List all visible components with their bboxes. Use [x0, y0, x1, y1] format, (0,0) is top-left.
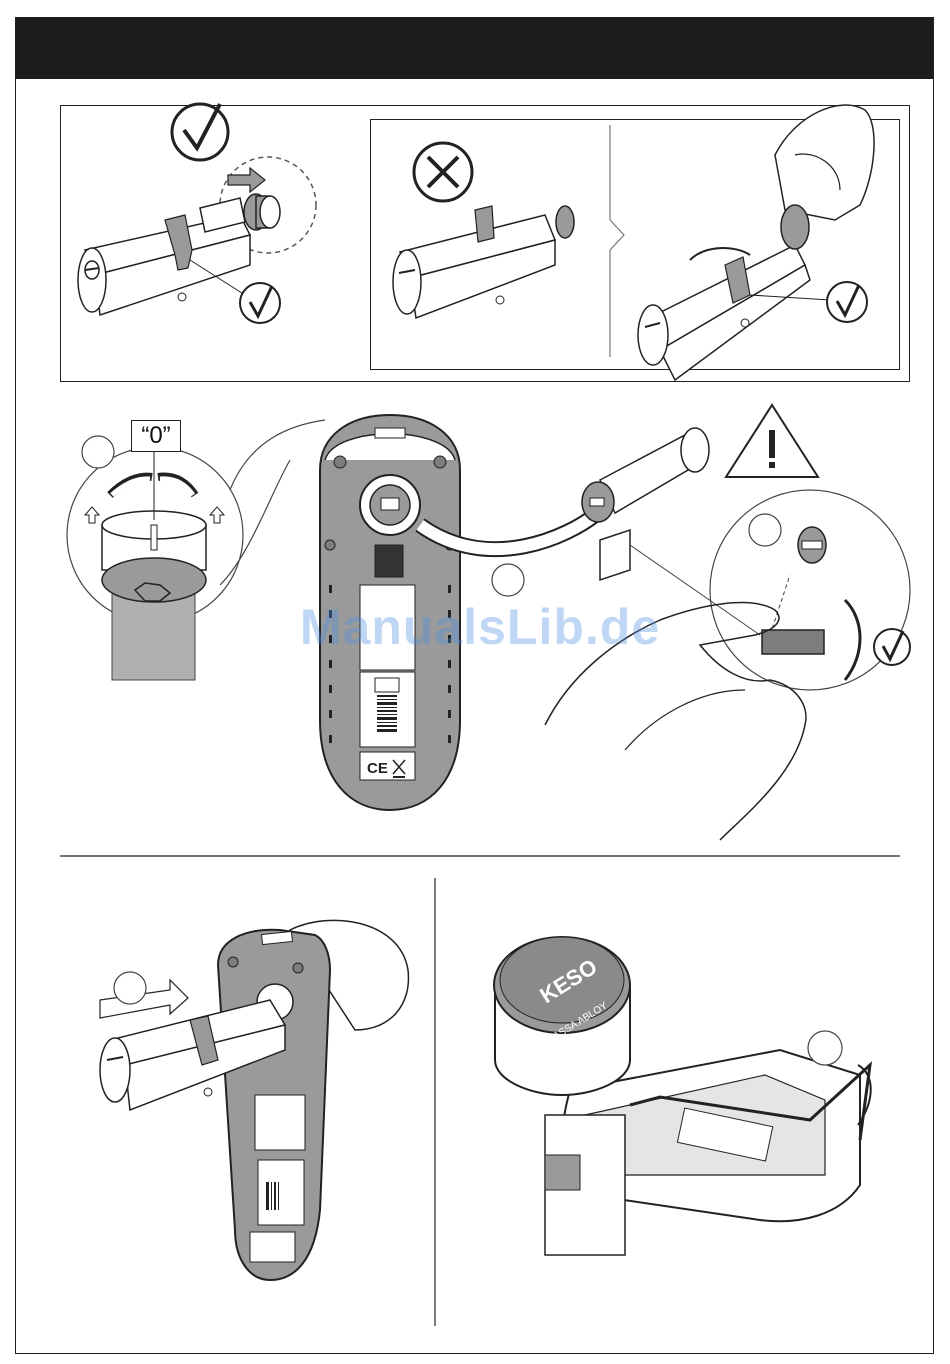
cross-mark-icon	[414, 143, 472, 201]
zero-position-label: “0”	[131, 420, 181, 452]
ce-mark: CE	[367, 760, 388, 777]
fasten-screw-figure: KESO ASSA ABLOY	[480, 925, 900, 1265]
section-divider	[60, 855, 905, 859]
check-mark-icon	[172, 104, 228, 160]
warning-triangle-icon	[726, 405, 818, 477]
knob-adjust-figure	[400, 395, 920, 845]
knob-zero-detail	[60, 415, 340, 685]
cylinder-correct-figure	[60, 90, 370, 380]
insert-cylinder-figure	[90, 910, 420, 1290]
rotate-arrow-icon	[845, 600, 860, 680]
check-mark-icon	[874, 629, 910, 665]
bottom-divider	[434, 878, 438, 1330]
cylinder-hand-correct-figure	[625, 95, 915, 385]
cylinder-wrong-figure	[380, 140, 610, 360]
